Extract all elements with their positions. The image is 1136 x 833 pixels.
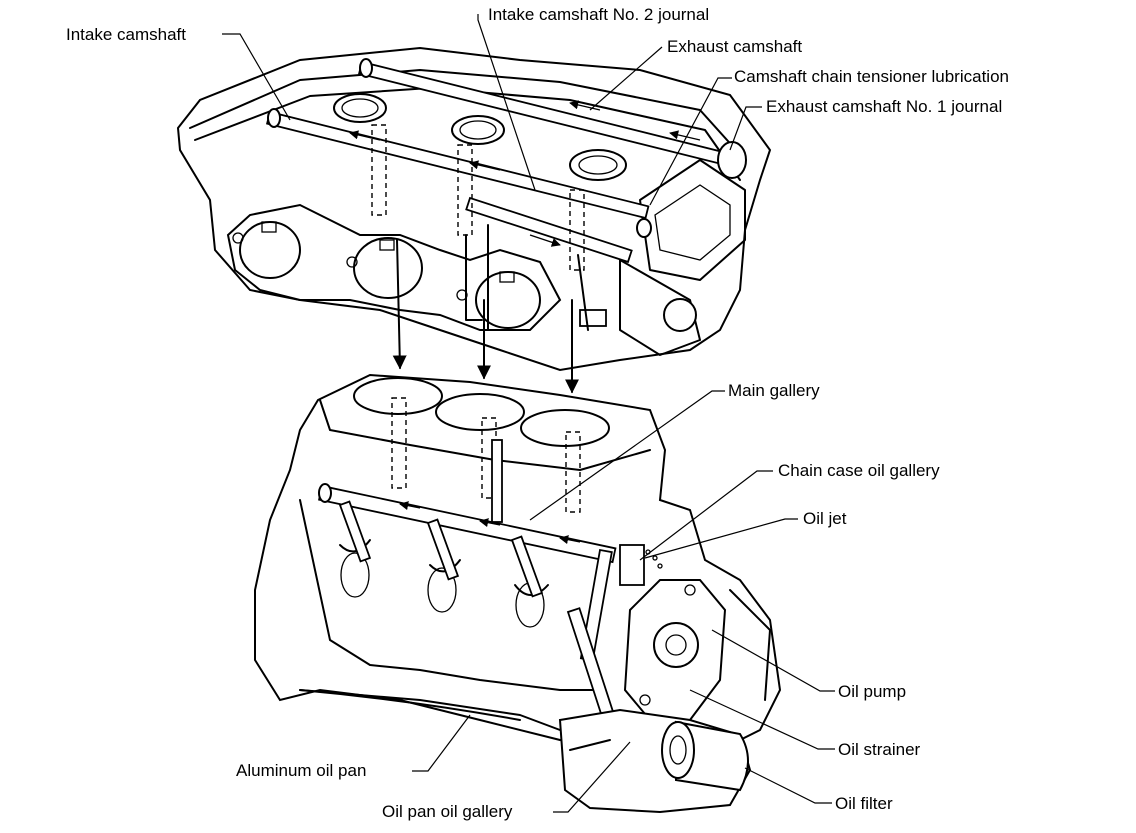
label-main-gallery: Main gallery (728, 381, 820, 400)
cylinder-head (176, 46, 772, 372)
leader-lines (222, 14, 835, 813)
cylinder-block (254, 373, 782, 814)
label-intake-camshaft: Intake camshaft (66, 25, 187, 44)
label-oil-pan-oil-gallery: Oil pan oil gallery (382, 802, 513, 821)
label-intake-camshaft-no2-journal: Intake camshaft No. 2 journal (488, 5, 710, 24)
label-aluminum-oil-pan: Aluminum oil pan (236, 761, 367, 780)
label-oil-jet: Oil jet (803, 509, 847, 528)
label-chain-case-oil-gallery: Chain case oil gallery (778, 461, 940, 480)
label-exhaust-camshaft-no1-journal: Exhaust camshaft No. 1 journal (766, 97, 1003, 116)
label-exhaust-camshaft: Exhaust camshaft (667, 37, 803, 56)
oil-flow-arrows-head-to-block (392, 239, 579, 394)
label-oil-pump: Oil pump (838, 682, 907, 701)
label-oil-filter: Oil filter (835, 794, 893, 813)
label-camshaft-chain-tensioner-lubrication: Camshaft chain tensioner lubrication (734, 67, 1009, 86)
label-oil-strainer: Oil strainer (838, 740, 921, 759)
